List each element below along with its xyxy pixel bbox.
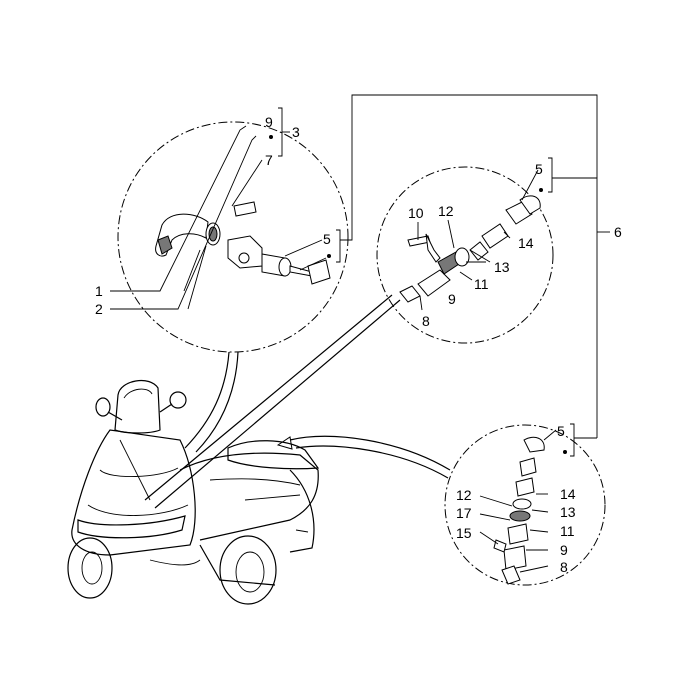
reference-dots xyxy=(269,135,567,454)
callout-8-lower: 8 xyxy=(560,559,568,575)
callout-11-upper: 11 xyxy=(474,276,489,292)
rear-lock-parts xyxy=(493,436,545,585)
callout-7: 7 xyxy=(265,152,273,168)
callout-15: 15 xyxy=(456,525,472,541)
callout-9-upper: 9 xyxy=(265,114,273,130)
detail-circle-ignition-lock xyxy=(117,121,349,353)
callout-1: 1 xyxy=(95,283,103,299)
callout-13-upper: 13 xyxy=(494,259,510,275)
callout-13-lower: 13 xyxy=(560,504,576,520)
callout-9-mid: 9 xyxy=(448,291,456,307)
detail-circle-seat-lock xyxy=(376,166,554,344)
callout-5-lower-right: 5 xyxy=(557,423,565,439)
callout-10: 10 xyxy=(408,205,424,221)
callout-6: 6 xyxy=(614,224,622,240)
detail-circle-rear-lock xyxy=(444,424,606,586)
pointer-tubes xyxy=(144,294,451,509)
callout-5-left: 5 xyxy=(323,231,331,247)
callout-3: 3 xyxy=(292,124,300,140)
callout-8-upper: 8 xyxy=(422,313,430,329)
callout-labels: 1 2 3 9 7 5 5 5 6 10 12 14 13 11 9 8 12 … xyxy=(95,114,622,575)
callout-14-lower: 14 xyxy=(560,486,576,502)
callout-12-upper: 12 xyxy=(438,203,454,219)
ignition-lock-parts xyxy=(155,201,331,285)
callout-17: 17 xyxy=(456,505,472,521)
callout-11-lower: 11 xyxy=(560,523,575,539)
seat-lock-parts xyxy=(399,195,541,303)
callout-9-lower: 9 xyxy=(560,542,568,558)
leader-lines xyxy=(110,94,610,573)
callout-5-upper-right: 5 xyxy=(535,161,543,177)
callout-12-lower: 12 xyxy=(456,487,472,503)
scooter-outline xyxy=(67,379,320,605)
callout-2: 2 xyxy=(95,301,103,317)
callout-14-upper: 14 xyxy=(518,235,534,251)
